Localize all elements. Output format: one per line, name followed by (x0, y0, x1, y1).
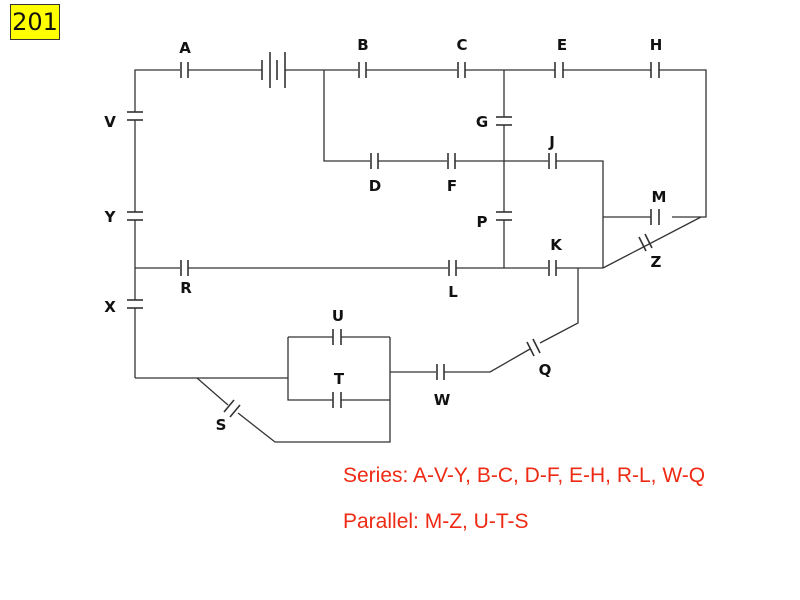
capacitor-V (127, 111, 143, 121)
capacitor-C (457, 62, 466, 78)
capacitor-S (223, 399, 241, 418)
wire (287, 337, 333, 401)
wire-top-rail (134, 69, 180, 300)
wire (444, 348, 531, 373)
label-P: P (477, 213, 488, 231)
label-C: C (456, 36, 467, 54)
label-G: G (476, 113, 488, 131)
label-J: J (548, 133, 555, 151)
label-W: W (434, 391, 451, 409)
label-S: S (216, 416, 227, 434)
capacitor-R (180, 260, 189, 276)
wire (602, 216, 702, 269)
capacitor-P (496, 211, 512, 221)
label-T: T (334, 370, 345, 388)
wire (539, 268, 579, 344)
wire (659, 69, 707, 218)
capacitor-Y (127, 211, 143, 221)
capacitor-K (548, 260, 557, 276)
capacitor-T (332, 392, 342, 408)
wire (237, 337, 391, 443)
label-H: H (650, 36, 663, 54)
capacitor-Z (638, 233, 653, 252)
series-note: Series: A-V-Y, B-C, D-F, E-H, R-L, W-Q (343, 464, 706, 487)
capacitor-G (496, 116, 512, 126)
capacitor-W (436, 364, 445, 380)
wire (196, 377, 229, 406)
label-B: B (357, 36, 368, 54)
label-K: K (550, 236, 563, 254)
label-R: R (180, 279, 192, 297)
capacitor-M (650, 209, 660, 225)
label-Q: Q (539, 361, 552, 379)
wires (134, 69, 707, 443)
wire (323, 70, 370, 162)
component-labels: A B C E H V G J D F Y P M K Z R L X U T … (104, 36, 667, 434)
capacitor-L (448, 260, 457, 276)
capacitor-B (358, 62, 367, 78)
capacitor-X (127, 299, 143, 309)
label-D: D (369, 177, 381, 195)
label-L: L (448, 283, 458, 301)
label-V: V (104, 113, 116, 131)
label-A: A (179, 39, 191, 57)
label-F: F (447, 177, 457, 195)
label-M: M (652, 188, 667, 206)
capacitor-A (180, 62, 189, 78)
capacitor-F (447, 153, 456, 169)
capacitor-D (370, 153, 379, 169)
slide-number-badge: 201 (10, 4, 60, 40)
label-X: X (104, 298, 116, 316)
label-U: U (332, 307, 344, 325)
label-Y: Y (104, 208, 117, 226)
capacitor-Q (526, 338, 541, 357)
label-Z: Z (651, 253, 662, 271)
capacitor-H (650, 62, 660, 78)
capacitor-J (548, 153, 557, 169)
capacitor-E (554, 62, 564, 78)
parallel-note: Parallel: M-Z, U-T-S (343, 510, 529, 533)
capacitor-U (332, 329, 342, 345)
wire (556, 160, 604, 268)
battery-icon (261, 52, 286, 88)
label-E: E (557, 36, 567, 54)
